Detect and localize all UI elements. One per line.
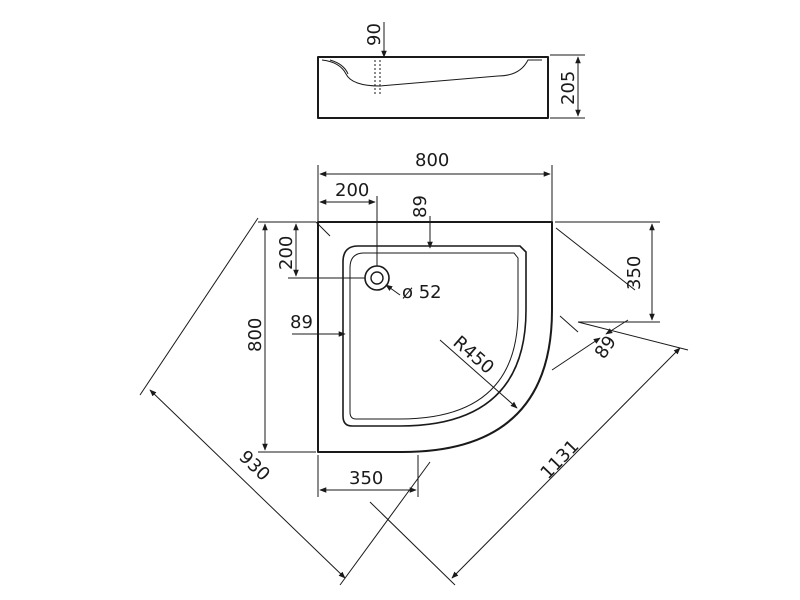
dim-1131-ext-left [369, 501, 456, 586]
side-view-recess-rim [329, 59, 349, 75]
waste-diameter-label: ø 52 [402, 282, 442, 303]
dim-89top-label: 89 [410, 195, 431, 218]
dim-350r-label: 350 [624, 256, 645, 290]
side-view: 90 205 [317, 22, 585, 119]
dim-90-label: 90 [364, 23, 385, 46]
dim-1131-label: 1131 [536, 436, 583, 484]
rim-diag-line-2 [605, 319, 629, 335]
dim-200y-label: 200 [276, 236, 297, 270]
dim-1131-ext-right [577, 321, 689, 351]
rim-diag-ext [559, 315, 579, 333]
dim-930-ext-right [339, 461, 431, 586]
dim-1131-line [451, 347, 681, 579]
dim-200x-label: 200 [335, 180, 369, 201]
dim-350b-label: 350 [349, 468, 383, 489]
waste-inner [370, 271, 384, 285]
dim-89left-label: 89 [290, 312, 313, 333]
dim-930-line [149, 389, 346, 579]
rim-diag-label: 89 [591, 332, 621, 363]
dim-205-label: 205 [558, 71, 579, 105]
dim-930-ext-left [139, 217, 259, 396]
dim-800w-label: 800 [415, 150, 449, 171]
diag-ext-350 [555, 227, 636, 291]
rim-diag-line [551, 337, 601, 371]
corner-accent [315, 221, 331, 237]
side-view-recess [321, 59, 542, 87]
waste-leader [385, 284, 401, 296]
side-view-body [317, 56, 549, 119]
dim-800h-label: 800 [245, 318, 266, 352]
top-view: 800 200 89 200 ø 52 89 800 350 [139, 150, 689, 586]
